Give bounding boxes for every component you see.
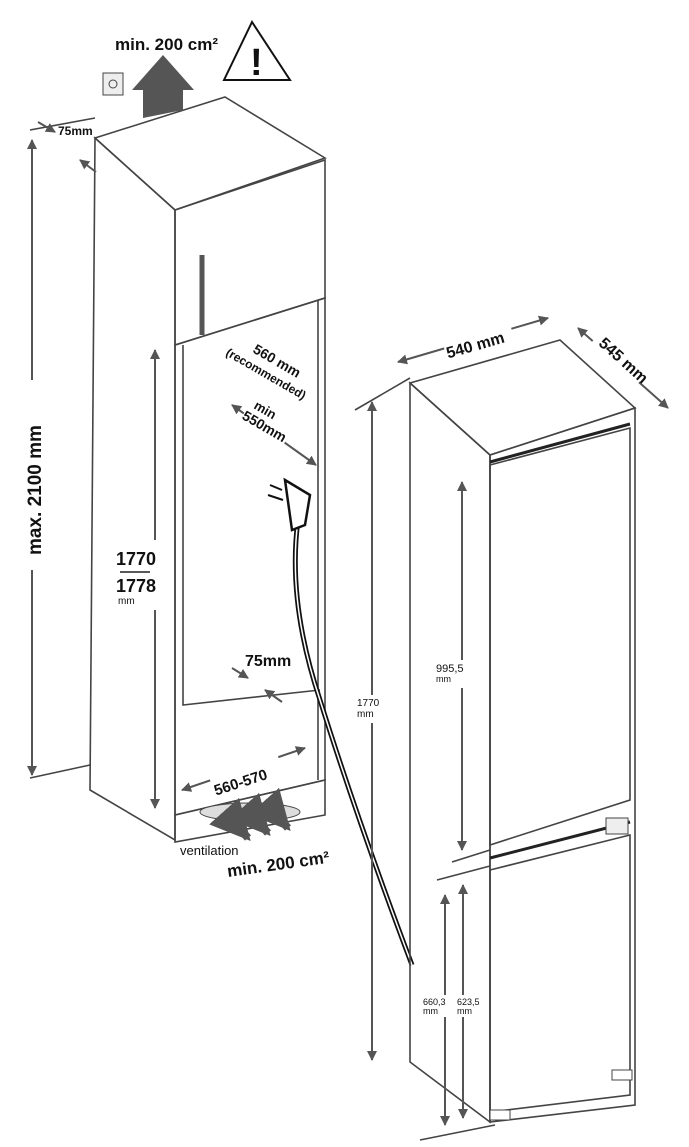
fridge-top xyxy=(408,339,637,456)
lower-door-height-b-label: 623,5 xyxy=(457,997,480,1007)
power-cable xyxy=(267,477,415,966)
lower-door-height-a-label: 660,3 xyxy=(423,997,446,1007)
socket-icon xyxy=(102,72,124,96)
upper-door-handle xyxy=(489,422,631,464)
cabinet xyxy=(29,96,327,843)
svg-text:mm: mm xyxy=(457,1006,472,1016)
fridge-height-label: 1770 xyxy=(357,698,380,709)
upper-door-height-label: 995,5 xyxy=(436,663,464,675)
svg-text:mm: mm xyxy=(357,709,374,720)
max-height-label: max. 2100 mm xyxy=(25,425,46,555)
niche-height-max: 1778 xyxy=(116,576,156,596)
plug-icon xyxy=(283,477,312,532)
airflow-in-arrows-icon xyxy=(209,787,291,841)
top-vent-label: min. 200 cm² xyxy=(115,35,218,54)
cabinet-side xyxy=(89,136,176,842)
svg-text:mm: mm xyxy=(436,674,451,684)
upper-door-panel xyxy=(174,158,326,347)
lower-door xyxy=(489,833,631,1113)
cabinet-top xyxy=(93,96,327,211)
fridge-front xyxy=(489,406,636,1123)
ventilation-label: ventilation xyxy=(180,843,239,858)
bottom-gap-label: 75mm xyxy=(245,653,291,670)
svg-text:mm: mm xyxy=(423,1006,438,1016)
hinge xyxy=(605,817,629,835)
warning-icon: ! xyxy=(222,19,292,84)
bottom-vent-label: min. 200 cm² xyxy=(226,848,331,881)
niche-height-min: 1770 xyxy=(116,549,156,569)
niche xyxy=(174,296,326,817)
svg-text:mm: mm xyxy=(118,596,135,607)
airflow-up-arrow-icon xyxy=(132,55,194,118)
svg-text:!: ! xyxy=(250,42,263,84)
top-gap-label: 75mm xyxy=(58,124,93,138)
upper-door xyxy=(489,426,631,847)
fridge xyxy=(408,339,637,1124)
